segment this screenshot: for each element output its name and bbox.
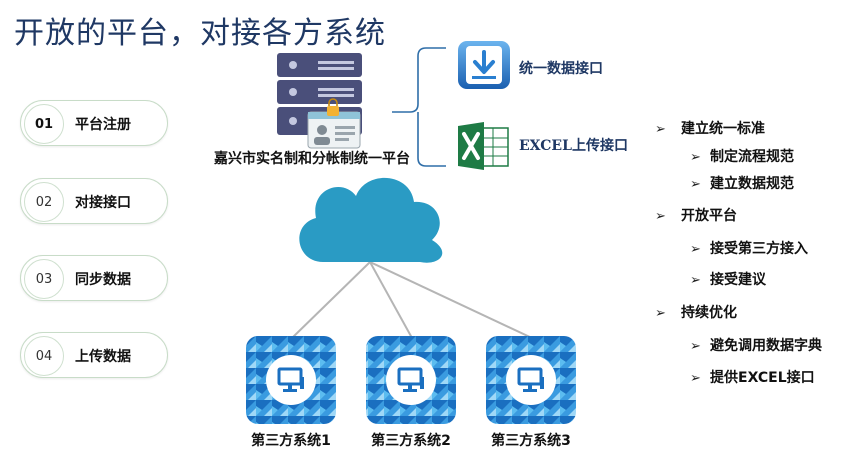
feature-subitem: ➢提供EXCEL接口	[690, 370, 815, 386]
system-tile-1	[246, 336, 336, 424]
arrow-icon: ➢	[655, 122, 666, 137]
feature-subitem: ➢接受建议	[690, 272, 766, 288]
id-card-icon	[307, 98, 361, 149]
arrow-icon: ➢	[690, 371, 701, 386]
cloud-icon	[299, 177, 443, 263]
interface-label-data: 统一数据接口	[519, 61, 603, 77]
step-pill-1[interactable]: 01 平台注册	[20, 100, 168, 146]
platform-label: 嘉兴市实名制和分帐制统一平台	[214, 151, 410, 167]
step-number: 04	[24, 336, 64, 376]
arrow-icon: ➢	[690, 273, 701, 288]
feature-item: ➢建立统一标准	[655, 121, 765, 137]
feature-subitem: ➢接受第三方接入	[690, 241, 808, 257]
system-label-2: 第三方系统2	[371, 433, 451, 449]
download-icon	[458, 41, 510, 89]
step-label: 同步数据	[75, 272, 131, 288]
arrow-icon: ➢	[690, 339, 701, 354]
system-tile-2	[366, 336, 456, 424]
step-label: 平台注册	[75, 117, 131, 133]
arrow-icon: ➢	[690, 177, 701, 192]
step-pill-3[interactable]: 03 同步数据	[20, 255, 168, 301]
arrow-icon: ➢	[690, 242, 701, 257]
interface-label-excel: EXCEL上传接口	[519, 138, 628, 154]
system-label-3: 第三方系统3	[491, 433, 571, 449]
feature-item: ➢持续优化	[655, 305, 737, 321]
connector-lines	[291, 261, 533, 339]
step-number: 03	[24, 259, 64, 299]
step-label: 上传数据	[75, 349, 131, 365]
feature-subitem: ➢建立数据规范	[690, 176, 794, 192]
step-pill-4[interactable]: 04 上传数据	[20, 332, 168, 378]
page-title: 开放的平台，对接各方系统	[14, 16, 386, 51]
excel-icon	[458, 122, 509, 170]
arrow-icon: ➢	[655, 306, 666, 321]
feature-item: ➢开放平台	[655, 208, 737, 224]
step-number: 01	[24, 104, 64, 144]
arrow-icon: ➢	[690, 150, 701, 165]
interface-bracket	[392, 47, 446, 167]
step-number: 02	[24, 182, 64, 222]
step-pill-2[interactable]: 02 对接接口	[20, 178, 168, 224]
arrow-icon: ➢	[655, 209, 666, 224]
feature-subitem: ➢制定流程规范	[690, 149, 794, 165]
feature-subitem: ➢避免调用数据字典	[690, 338, 822, 354]
system-label-1: 第三方系统1	[251, 433, 331, 449]
system-tile-3	[486, 336, 576, 424]
step-label: 对接接口	[75, 195, 131, 211]
